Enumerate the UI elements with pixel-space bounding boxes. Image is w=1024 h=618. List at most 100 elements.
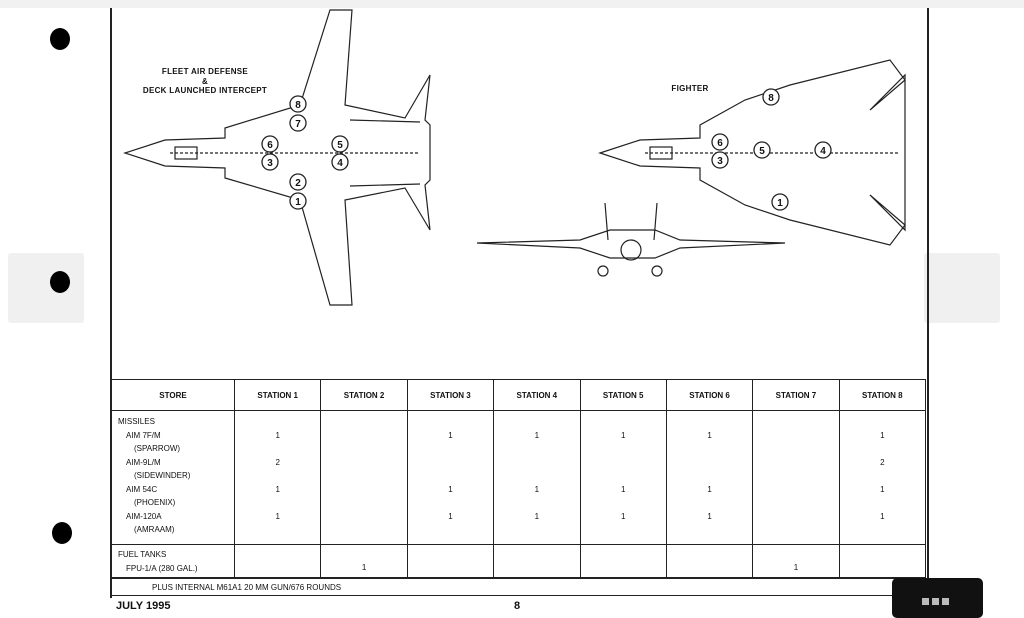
- station-marker-4: [331, 153, 349, 171]
- station-value: 1: [448, 430, 453, 440]
- station-value: 1: [620, 430, 626, 440]
- station-value: [667, 456, 752, 470]
- title-line: &: [201, 76, 209, 86]
- title-line: FLEET AIR DEFENSE: [161, 67, 249, 76]
- station-value: 1: [707, 484, 712, 494]
- station-value: 1: [275, 511, 280, 521]
- store-name: AIM 54C: [126, 484, 158, 494]
- station-4-fuel-cell: [493, 544, 581, 578]
- prev-page-area[interactable]: [8, 253, 84, 323]
- missiles-label: MISSILES: [118, 417, 155, 426]
- station-value: 1: [448, 484, 453, 494]
- binder-hole: [52, 522, 72, 544]
- title-line: DECK LAUNCHED INTERCEPT: [142, 86, 268, 95]
- station-marker-6: [261, 135, 279, 153]
- header-cell: STATION 3: [406, 379, 495, 411]
- header-cell: STATION 8: [838, 379, 927, 411]
- station-8-fuel-cell: [838, 544, 927, 578]
- station-3-fuel-cell: [406, 544, 495, 578]
- station-value: 1: [707, 430, 712, 440]
- binder-hole: [50, 28, 70, 50]
- station-label: 4: [820, 146, 826, 157]
- store-name: FPU-1/A (280 GAL.): [126, 563, 198, 573]
- dot-icon: [922, 598, 929, 605]
- aircraft-diagrams: 1 2 3 4 5 6 7 8 1 3 4 5 6 8: [123, 9, 906, 306]
- station-1-fuel-cell: [233, 544, 322, 578]
- station-7-missiles-cell: [752, 410, 840, 545]
- station-value: 1: [707, 511, 712, 521]
- aircraft-front-view: [476, 202, 786, 277]
- station-value: 1: [275, 430, 280, 440]
- dot-icon: [932, 598, 939, 605]
- table-header-row: STORE STATION 1 STATION 2 STATION 3 STAT…: [111, 379, 927, 411]
- station-value: 2: [275, 457, 280, 467]
- station-value: 1: [620, 484, 626, 494]
- station-8-missiles-cell: 1 2 1 1: [838, 410, 927, 545]
- missiles-store-cell: MISSILES AIM 7F/M (SPARROW) AIM-9L/M (SI…: [111, 410, 235, 545]
- store-name: AIM-120A: [126, 511, 162, 521]
- table-footer-note: PLUS INTERNAL M61A1 20 MM GUN/676 ROUNDS: [111, 578, 924, 596]
- station-label: 6: [267, 140, 273, 151]
- station-marker-8: [289, 95, 307, 113]
- station-value: [753, 483, 838, 497]
- station-label: 8: [768, 93, 774, 104]
- header-cell: STATION 7: [752, 379, 840, 411]
- missiles-row: MISSILES AIM 7F/M (SPARROW) AIM-9L/M (SI…: [111, 410, 927, 545]
- station-value: [753, 429, 838, 443]
- dot-icon: [942, 598, 949, 605]
- station-label: 1: [295, 197, 301, 208]
- station-value: [408, 456, 493, 470]
- station-value: 1: [880, 430, 885, 440]
- station-label: 5: [759, 146, 765, 157]
- left-diagram-title: FLEET AIR DEFENSE & DECK LAUNCHED INTERC…: [130, 67, 280, 96]
- station-5-fuel-cell: [579, 544, 667, 578]
- station-value: [321, 510, 406, 524]
- store-name: AIM 7F/M: [126, 430, 161, 440]
- station-value: [581, 456, 666, 470]
- station-label: 1: [777, 198, 783, 209]
- station-value: 1: [534, 484, 540, 494]
- page-number: 8: [514, 600, 521, 612]
- viewer-top-bar: [0, 0, 1024, 8]
- fuel-label: FUEL TANKS: [118, 550, 167, 559]
- station-value: [753, 510, 838, 524]
- document-page: [110, 8, 929, 598]
- header-cell: STATION 1: [233, 379, 322, 411]
- station-label: 2: [295, 178, 301, 189]
- station-6-fuel-cell: [665, 544, 754, 578]
- station-2-missiles-cell: [320, 410, 408, 545]
- store-name: AIM-9L/M: [126, 457, 161, 467]
- station-marker-5: [331, 135, 349, 153]
- store-sub: (PHOENIX): [134, 498, 176, 507]
- store-sub: (SIDEWINDER): [134, 471, 191, 480]
- header-cell: STATION 4: [493, 379, 581, 411]
- viewer-menu-button[interactable]: [892, 578, 983, 618]
- store-sub: (SPARROW): [134, 444, 181, 453]
- station-6-missiles-cell: 1 1 1: [665, 410, 754, 545]
- station-value: 1: [534, 511, 540, 521]
- stores-table: STORE STATION 1 STATION 2 STATION 3 STAT…: [111, 379, 927, 578]
- station-value: 1: [534, 430, 540, 440]
- next-page-area[interactable]: [924, 253, 1000, 323]
- station-5-missiles-cell: 1 1 1: [579, 410, 667, 545]
- station-value: [753, 456, 838, 470]
- station-label: 4: [337, 158, 343, 169]
- station-marker-3: [261, 153, 279, 171]
- station-label: 7: [295, 119, 301, 130]
- station-label: 8: [295, 100, 301, 111]
- page-date: JULY 1995: [116, 600, 171, 612]
- station-marker-1: [289, 192, 307, 210]
- station-value: 1: [880, 511, 885, 521]
- right-diagram-title: FIGHTER: [671, 84, 709, 93]
- station-value: 1: [880, 484, 885, 494]
- header-cell: STATION 6: [665, 379, 754, 411]
- fuel-store-cell: FUEL TANKS FPU-1/A (280 GAL.): [111, 544, 235, 578]
- station-value: 1: [275, 484, 280, 494]
- aircraft-top-view-swept: [598, 59, 906, 246]
- station-4-missiles-cell: 1 1 1: [493, 410, 581, 545]
- station-value: 2: [880, 457, 885, 467]
- station-value: 1: [620, 511, 626, 521]
- station-marker-7: [289, 114, 307, 132]
- station-2-fuel-cell: 1: [320, 544, 408, 578]
